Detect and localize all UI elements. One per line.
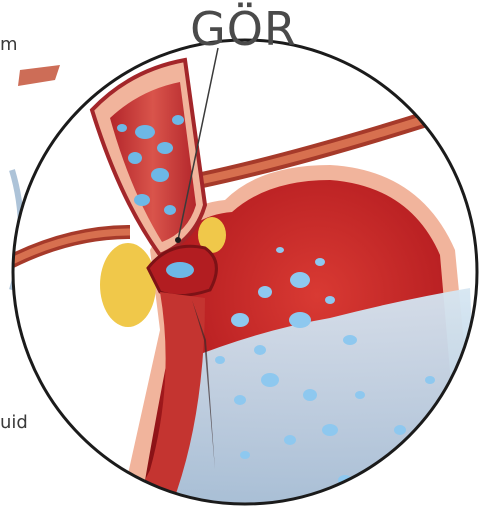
pointer-dot (175, 237, 181, 243)
side-label-bottom: uid (0, 412, 28, 433)
junction-bubble (166, 262, 194, 278)
fat-pad-left (100, 243, 156, 327)
diagram-title: GÖR (0, 2, 487, 56)
left-tissue-strip (18, 65, 60, 86)
